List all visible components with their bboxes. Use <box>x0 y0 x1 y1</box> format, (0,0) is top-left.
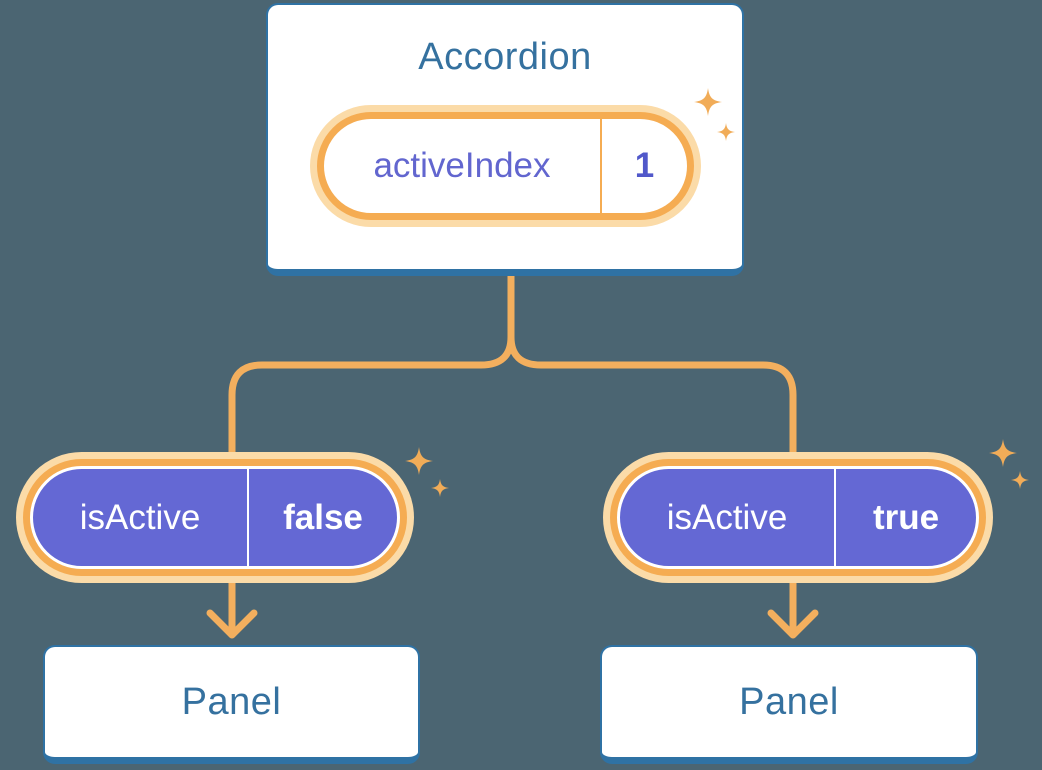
state-name-label: activeIndex <box>373 146 551 185</box>
pill-divider <box>834 469 836 566</box>
arrowhead-left <box>206 609 258 639</box>
pill-divider <box>600 119 602 213</box>
prop-value-label: true <box>872 497 940 537</box>
panel-title: Panel <box>739 680 839 723</box>
prop-value-label: false <box>283 497 363 537</box>
accordion-title: Accordion <box>418 36 592 78</box>
panel-card-right: Panel <box>600 645 978 764</box>
is-active-pill-true: isActive true <box>617 466 979 569</box>
sparkle-icon <box>1011 471 1029 489</box>
prop-name-label: isActive <box>79 497 201 537</box>
active-index-state-pill: activeIndex 1 <box>317 112 694 220</box>
arrowhead-right <box>767 609 819 639</box>
sparkle-icon <box>431 479 449 497</box>
panel-card-left: Panel <box>43 645 420 764</box>
panel-title: Panel <box>181 680 282 723</box>
sparkle-icon <box>405 447 433 475</box>
prop-name-label: isActive <box>666 497 788 537</box>
is-active-pill-false: isActive false <box>30 466 400 569</box>
sparkle-icon <box>989 439 1017 467</box>
accordion-card: Accordion activeIndex 1 <box>266 3 744 276</box>
state-value-label: 1 <box>634 146 655 185</box>
